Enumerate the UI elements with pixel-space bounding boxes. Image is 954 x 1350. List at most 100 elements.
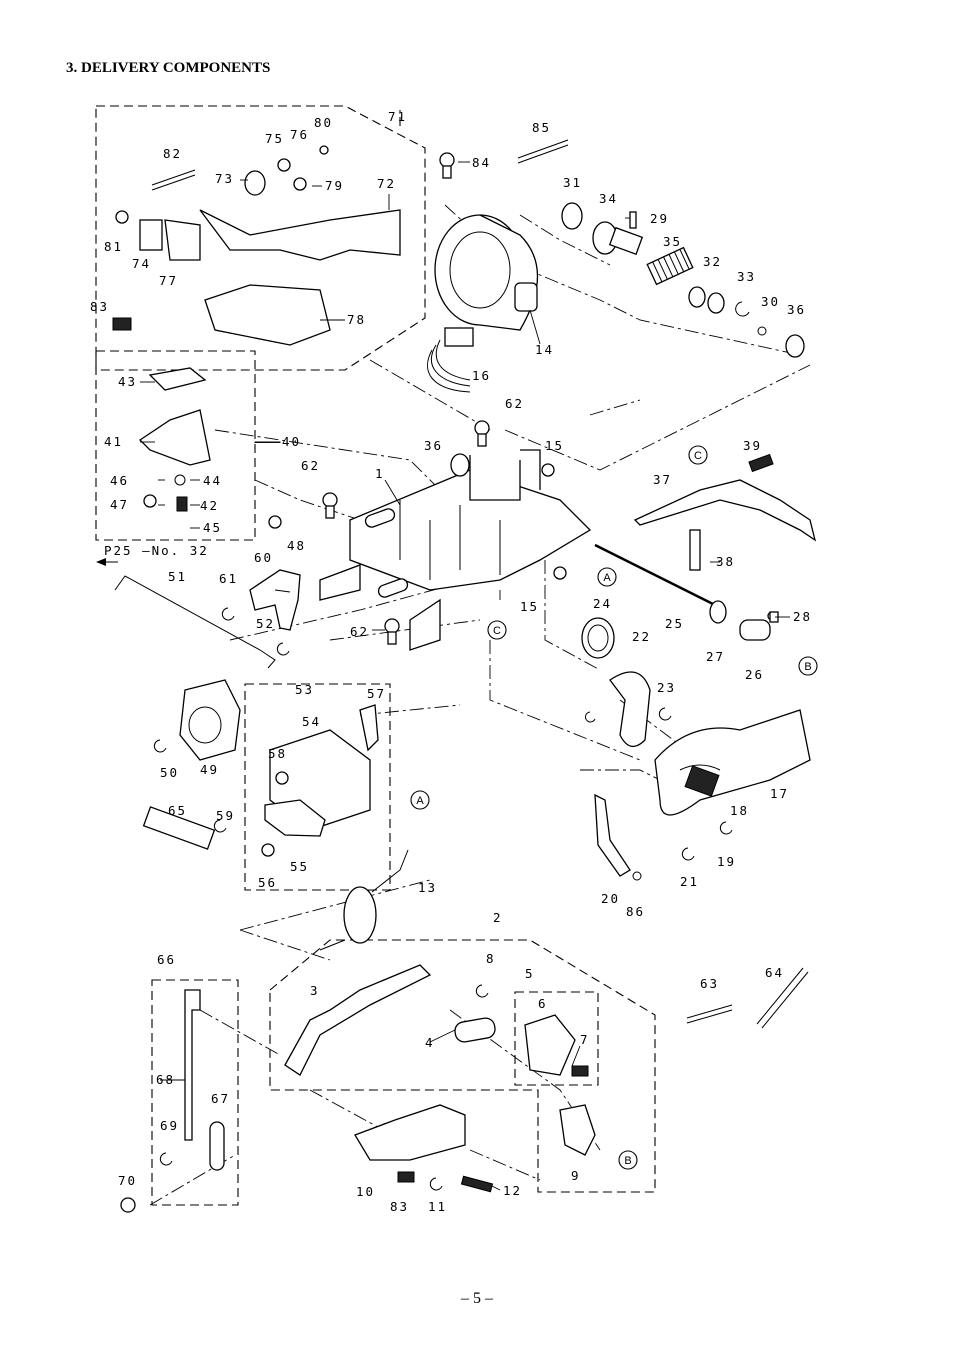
label-30: 30 [761, 294, 780, 309]
group-box-71 [95, 105, 426, 371]
frame-1 [319, 449, 592, 651]
label-62-mid: 62 [301, 458, 320, 473]
label-6: 6 [538, 996, 548, 1011]
callout-b-1: B [798, 656, 818, 676]
label-21: 21 [680, 874, 699, 889]
cover-78 [204, 284, 331, 346]
label-65: 65 [168, 803, 187, 818]
holder-10 [354, 1104, 466, 1161]
rod-68 [184, 989, 201, 1141]
label-44: 44 [203, 473, 222, 488]
label-86: 86 [626, 904, 645, 919]
pad-83-top [112, 317, 132, 331]
callout-c-2: C [487, 620, 507, 640]
label-84: 84 [472, 155, 491, 170]
group-box-2 [269, 939, 656, 1193]
label-33: 33 [737, 269, 756, 284]
gear-36-mid [450, 453, 470, 477]
gear-24 [581, 617, 615, 659]
label-46: 46 [110, 473, 129, 488]
label-49: 49 [200, 762, 219, 777]
callout-a-2: A [410, 790, 430, 810]
spring-39 [748, 453, 774, 473]
label-82: 82 [163, 146, 182, 161]
cam-60 [249, 569, 301, 631]
label-62-low: 62 [350, 624, 369, 639]
tie-85 [517, 139, 569, 164]
link-67 [209, 1121, 225, 1171]
part-labels: 1 2 3 4 5 6 7 8 9 10 11 12 13 14 15 15 1… [90, 109, 810, 1214]
label-36-mid: 36 [424, 438, 443, 453]
label-9: 9 [571, 1168, 581, 1183]
label-66: 66 [157, 952, 176, 967]
collar-73 [244, 170, 266, 196]
label-74: 74 [132, 256, 151, 271]
label-11: 11 [428, 1199, 447, 1214]
label-41: 41 [104, 434, 123, 449]
label-24: 24 [593, 596, 612, 611]
label-31: 31 [563, 175, 582, 190]
label-75: 75 [265, 131, 284, 146]
label-48: 48 [287, 538, 306, 553]
label-80: 80 [314, 115, 333, 130]
cam-9 [559, 1104, 596, 1156]
label-77: 77 [159, 273, 178, 288]
reference-arrow [96, 558, 106, 566]
wire-51 [114, 575, 276, 669]
tie-63 [686, 1004, 733, 1024]
label-10: 10 [356, 1184, 375, 1199]
callout-c-1: C [688, 445, 708, 465]
label-61: 61 [219, 571, 238, 586]
label-67: 67 [211, 1091, 230, 1106]
label-83-top: 83 [90, 299, 109, 314]
group-box-40 [95, 350, 256, 541]
label-53: 53 [295, 682, 314, 697]
label-58: 58 [268, 746, 287, 761]
page-reference: P25 –No. 32 [104, 543, 209, 558]
label-62-top: 62 [505, 396, 524, 411]
label-54: 54 [302, 714, 321, 729]
label-45: 45 [203, 520, 222, 535]
plate-43 [148, 367, 207, 391]
label-76: 76 [290, 127, 309, 142]
label-55: 55 [290, 859, 309, 874]
sensor-77 [164, 219, 201, 261]
label-52: 52 [256, 616, 275, 631]
svg-text:C: C [694, 450, 702, 462]
label-38: 38 [716, 554, 735, 569]
label-15-mid: 15 [520, 599, 539, 614]
label-83-bottom: 83 [390, 1199, 409, 1214]
label-2: 2 [493, 910, 503, 925]
spring-13 [343, 886, 377, 944]
label-71: 71 [388, 109, 407, 124]
spring-65 [142, 806, 216, 850]
arm-22 [609, 671, 651, 747]
label-26: 26 [745, 667, 764, 682]
label-23: 23 [657, 680, 676, 695]
lever-17 [654, 709, 811, 816]
label-36-top: 36 [787, 302, 806, 317]
plate-74 [139, 219, 163, 251]
bracket-41 [138, 409, 211, 466]
label-27: 27 [706, 649, 725, 664]
pad-7 [571, 1065, 589, 1077]
cam-49 [179, 679, 241, 761]
gear-36-top [785, 334, 805, 358]
plate-55 [264, 799, 326, 837]
section-title: 3. DELIVERY COMPONENTS [66, 60, 271, 76]
label-72: 72 [377, 176, 396, 191]
label-35: 35 [663, 234, 682, 249]
label-63: 63 [700, 976, 719, 991]
label-5: 5 [525, 966, 535, 981]
group-box-5 [514, 991, 599, 1086]
callout-b-2: B [618, 1150, 638, 1170]
label-12: 12 [503, 1183, 522, 1198]
label-60: 60 [254, 550, 273, 565]
label-32: 32 [703, 254, 722, 269]
label-40: 40 [282, 434, 301, 449]
label-34: 34 [599, 191, 618, 206]
gear-31 [561, 202, 583, 230]
label-78: 78 [347, 312, 366, 327]
svg-text:B: B [624, 1155, 631, 1167]
